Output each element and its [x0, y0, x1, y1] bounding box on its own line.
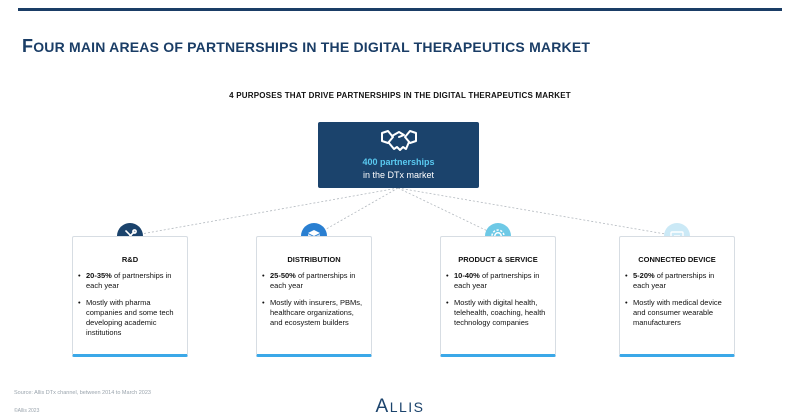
card-product-service: PRODUCT & SERVICE 10-40% of partnerships… — [440, 236, 556, 357]
card-detail-item: Mostly with digital health, telehealth, … — [446, 298, 550, 329]
allis-logo: ALLIS — [0, 396, 800, 418]
card-share-item: 10-40% of partnerships in each year — [446, 271, 550, 292]
card-share-pct: 25-50% — [270, 271, 296, 280]
slide-title-rest: OUR MAIN AREAS OF PARTNERSHIPS IN THE DI… — [33, 39, 591, 55]
hub-market: in the DTx market — [362, 170, 435, 180]
handshake-icon — [381, 130, 417, 151]
card-title: PRODUCT & SERVICE — [458, 255, 538, 264]
connector-product-service — [397, 187, 499, 237]
partnerships-hub: 400 partnerships in the DTx market — [318, 122, 479, 188]
connector-rd — [129, 187, 399, 237]
card-share-pct: 10-40% — [454, 271, 480, 280]
card-detail-item: Mostly with medical device and consumer … — [625, 298, 729, 329]
connector-distribution — [313, 187, 399, 237]
card-share-text: of partnerships in each year — [454, 271, 540, 291]
source-note: Source: Allis DTx channel, between 2014 … — [14, 390, 151, 396]
card-share-text: of partnerships in each year — [270, 271, 356, 291]
slide-title: FOUR MAIN AREAS OF PARTNERSHIPS IN THE D… — [22, 36, 590, 57]
slide-title-initial: F — [22, 36, 34, 56]
card-share-pct: 5-20% — [633, 271, 655, 280]
card-title: R&D — [121, 255, 139, 264]
card-share-text: of partnerships in each year — [86, 271, 172, 291]
hub-count: 400 partnerships — [362, 157, 435, 167]
connector-connected-device — [397, 187, 678, 237]
card-share-item: 5-20% of partnerships in each year — [625, 271, 729, 292]
copyright: ©Allis 2023 — [14, 408, 40, 414]
logo-initial: A — [375, 396, 390, 417]
logo-rest: LLIS — [389, 399, 425, 415]
diagram-subtitle: 4 PURPOSES THAT DRIVE PARTNERSHIPS IN TH… — [229, 91, 571, 100]
card-share-text: of partnerships in each year — [633, 271, 715, 291]
card-connected-device: CONNECTED DEVICE 5-20% of partnerships i… — [619, 236, 735, 357]
card-rd: R&D 20-35% of partnerships in each year … — [72, 236, 188, 357]
card-detail-item: Mostly with pharma companies and some te… — [78, 298, 182, 339]
card-detail-item: Mostly with insurers, PBMs, healthcare o… — [262, 298, 366, 329]
card-share-item: 20-35% of partnerships in each year — [78, 271, 182, 292]
card-share-pct: 20-35% — [86, 271, 112, 280]
card-title: CONNECTED DEVICE — [638, 255, 716, 264]
card-share-item: 25-50% of partnerships in each year — [262, 271, 366, 292]
card-title: DISTRIBUTION — [287, 255, 341, 264]
card-distribution: DISTRIBUTION 25-50% of partnerships in e… — [256, 236, 372, 357]
top-rule — [18, 8, 782, 11]
